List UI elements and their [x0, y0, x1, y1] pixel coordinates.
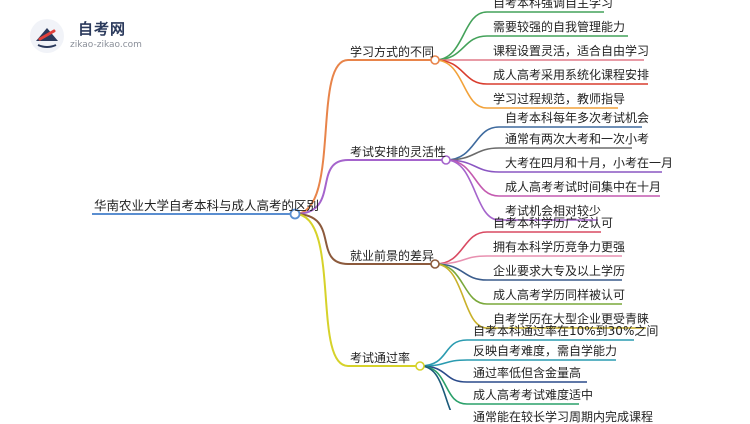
leaf-label: 自考本科每年多次考试机会 — [505, 111, 650, 125]
leaf-connector — [419, 365, 468, 383]
mindmap: 华南农业大学自考本科与成人高考的区别 学习方式的不同 自考本科强调自主学习需要较强的… — [92, 0, 674, 424]
leaf-label: 通过率低但含金量高 — [473, 366, 582, 380]
root-node — [289, 208, 301, 220]
leaf-label: 学习过程规范，教师指导 — [493, 92, 626, 106]
leaf-connector — [445, 159, 500, 221]
leaf-connector — [434, 59, 488, 109]
leaf-label: 成人高考考试时间集中在十月 — [505, 180, 662, 194]
leaf-label: 成人高考学历同样被认可 — [493, 288, 626, 302]
leaf-connector — [434, 11, 488, 61]
leaf-connector — [434, 263, 488, 329]
leaf-label: 通常有两次大考和一次小考 — [505, 132, 650, 146]
leaf-label: 通常能在较长学习周期内完成课程 — [473, 410, 654, 424]
logo-url: zikao-zikao.com — [70, 40, 142, 50]
leaf-label: 企业要求大专及以上学历 — [493, 264, 626, 278]
leaf-label: 成人高考采用系统化课程安排 — [493, 68, 650, 82]
leaf-connector — [419, 339, 468, 367]
branch-label: 学习方式的不同 — [350, 45, 435, 59]
branch-node — [441, 155, 451, 165]
leaf-label: 自考本科通过率在10%到30%之间 — [473, 324, 659, 338]
leaf-connector — [434, 231, 488, 265]
leaf-connector — [445, 147, 500, 161]
root-topic: 华南农业大学自考本科与成人高考的区别 — [94, 198, 320, 213]
branch-connector — [294, 159, 349, 215]
branch-connector — [294, 213, 349, 265]
leaf-label: 拥有本科学历竞争力更强 — [493, 240, 626, 254]
leaf-label: 课程设置灵活，适合自由学习 — [493, 44, 650, 58]
branch-label: 就业前景的差异 — [350, 249, 435, 263]
mindmap-connectors — [92, 11, 662, 410]
leaf-connector — [419, 359, 468, 367]
branch-label: 考试安排的灵活性 — [350, 145, 447, 159]
leaf-label: 反映自考难度，需自学能力 — [473, 344, 618, 358]
branch-node — [415, 361, 425, 371]
leaf-connector — [419, 365, 452, 410]
branch-connector — [294, 59, 349, 215]
logo-emblem-icon — [30, 19, 64, 53]
leaf-label: 大考在四月和十月，小考在一月 — [505, 156, 674, 170]
leaf-label: 自考学历在大型企业更受青睐 — [493, 312, 650, 326]
branch-node — [430, 259, 440, 269]
branch-node — [430, 55, 440, 65]
site-logo[interactable]: 自考网 zikao-zikao.com — [30, 16, 170, 56]
leaf-label: 考试机会相对较少 — [505, 204, 602, 218]
leaf-label: 自考本科强调自主学习 — [493, 0, 614, 10]
leaf-label: 自考本科学历广泛认可 — [493, 216, 614, 230]
leaf-label: 成人高考考试难度适中 — [473, 388, 594, 402]
branch-label: 考试通过率 — [350, 351, 411, 365]
logo-name: 自考网 — [78, 20, 127, 38]
branch-connector — [294, 213, 349, 367]
leaf-label: 需要较强的自我管理能力 — [493, 20, 626, 34]
